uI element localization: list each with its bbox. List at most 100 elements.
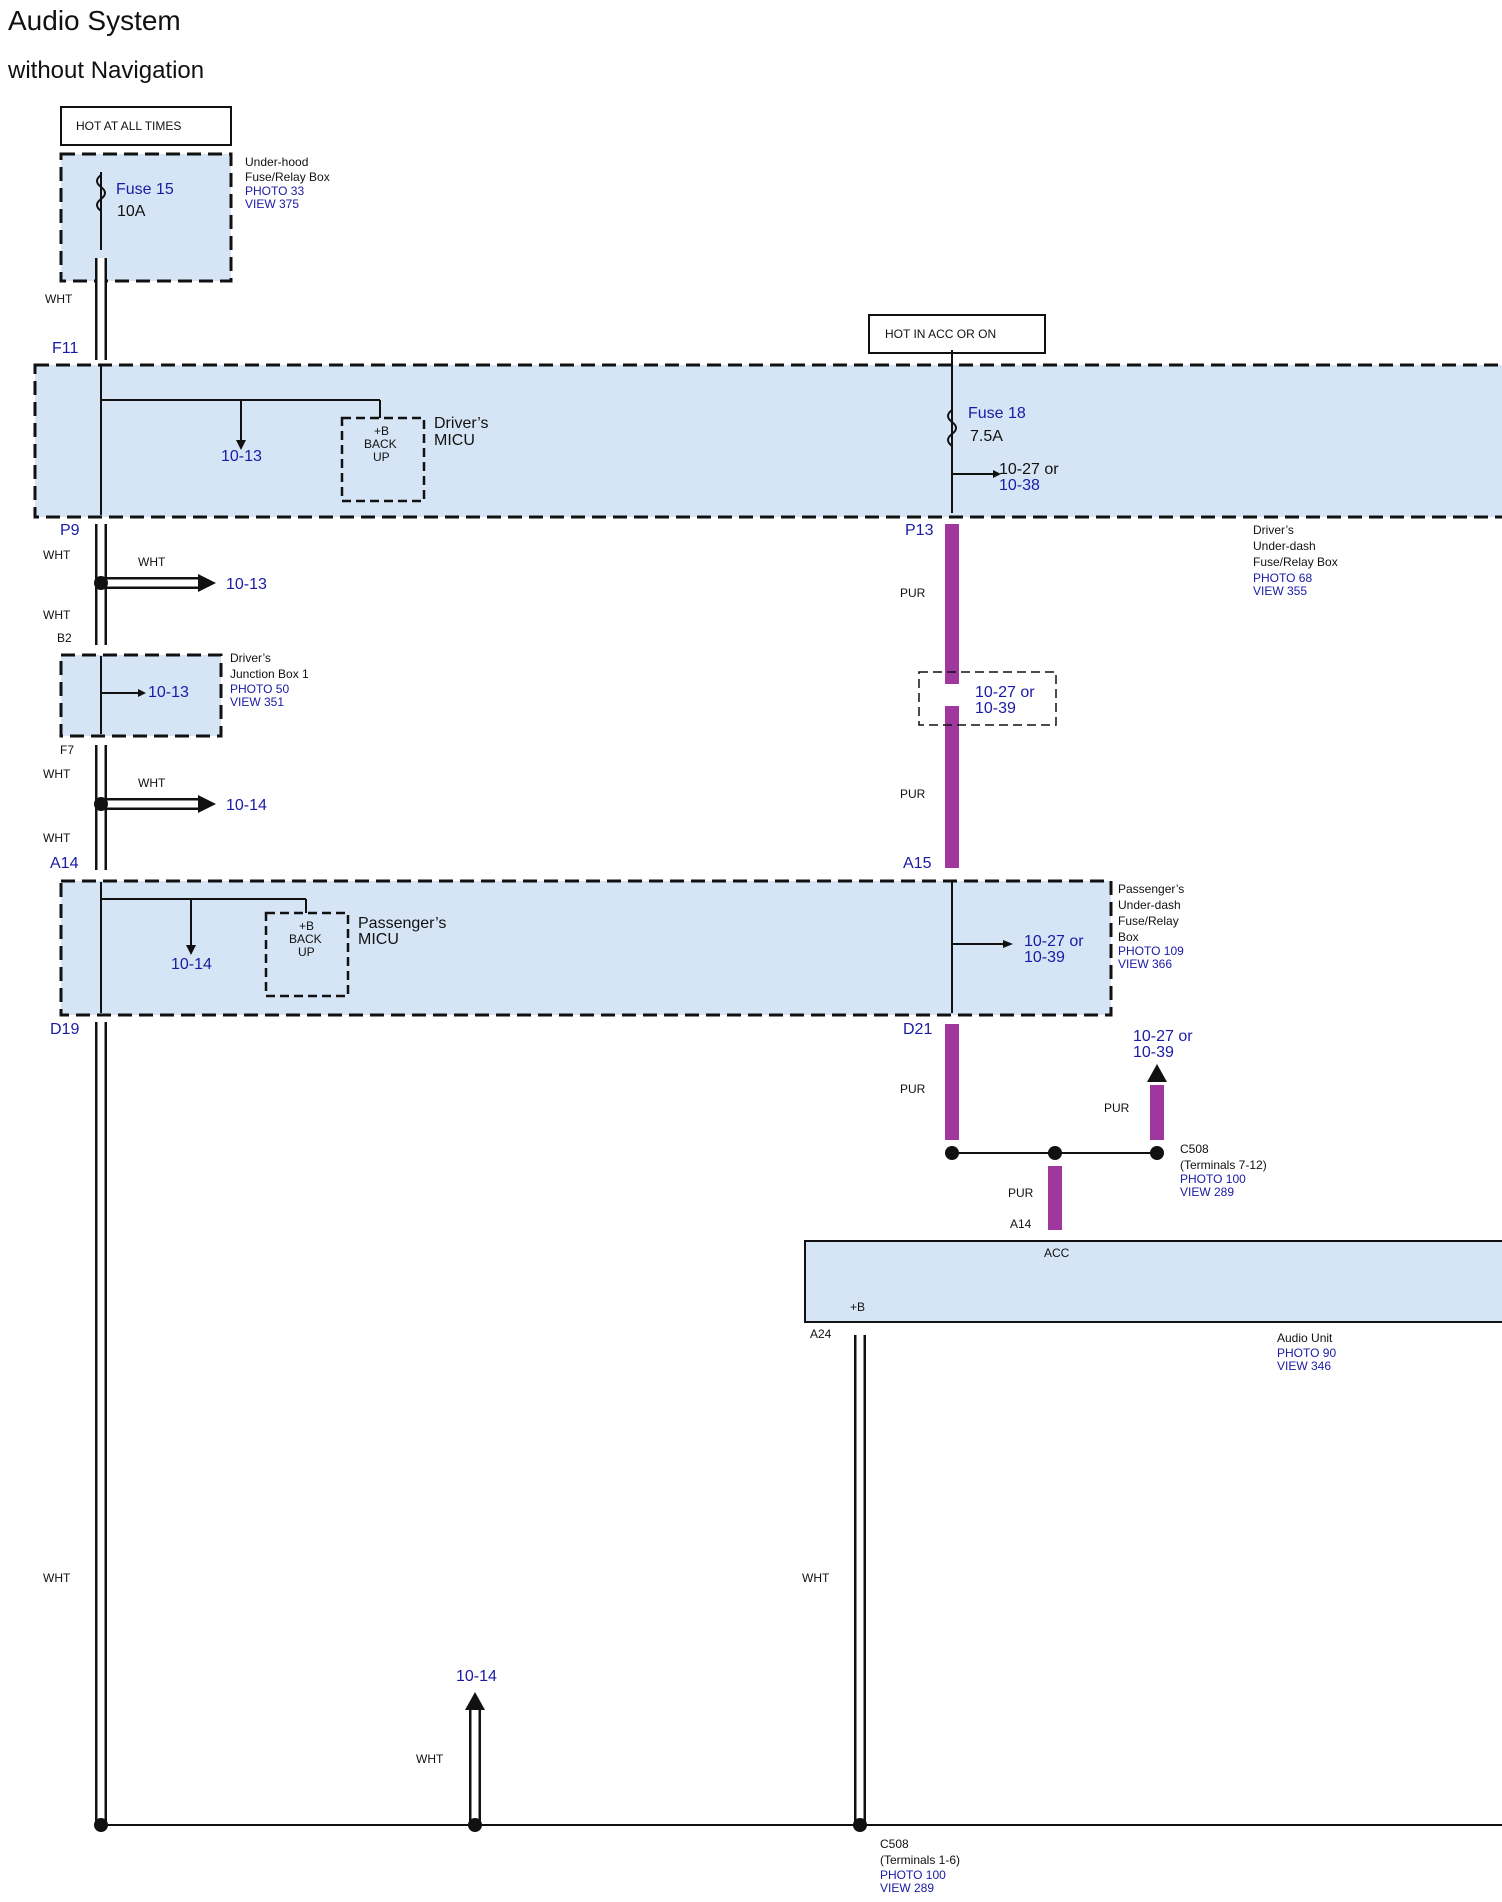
passengers-name-3: Fuse/Relay [1118,914,1179,928]
drivers-ref-right-1: 10-27 or [999,461,1059,478]
terminal-p13: P13 [905,522,934,539]
terminal-f7: F7 [60,743,74,757]
terminal-f11: F11 [52,340,78,357]
underhood-view: VIEW 375 [245,197,299,211]
underhood-photo: PHOTO 33 [245,184,304,198]
c508-top-name: C508 [1180,1142,1209,1156]
wire-color-pur-1: PUR [900,586,926,600]
passengers-backup-2: BACK [289,932,322,946]
wire-color-wht-2: WHT [43,548,71,562]
c508-top-terminals: (Terminals 7-12) [1180,1158,1267,1172]
mid-ref-1: 10-27 or [975,684,1035,701]
bottom-ref-1014: 10-14 [456,1668,497,1685]
terminal-a14-left: A14 [50,855,79,872]
branch-ref-1013: 10-13 [226,576,267,593]
passengers-micu-backup [264,911,350,998]
wire-color-wht-3: WHT [138,555,166,569]
passengers-ref-left: 10-14 [171,956,212,973]
audio-unit-view: VIEW 346 [1277,1359,1331,1373]
wire-color-wht-7: WHT [43,831,71,845]
c508-bottom-photo: PHOTO 100 [880,1868,946,1882]
drivers-micu-1: Driver’s [434,415,489,432]
passengers-ref-right-1: 10-27 or [1024,933,1084,950]
c508-bottom-terminals: (Terminals 1-6) [880,1853,960,1867]
c508-up-ref-1: 10-27 or [1133,1028,1193,1045]
terminal-a15: A15 [903,855,932,872]
bottom-bus [94,1335,1502,1832]
small-arrows [138,440,1013,955]
wire-color-wht-6: WHT [138,776,166,790]
terminal-a24: A24 [810,1327,832,1341]
passengers-name-1: Passenger’s [1118,882,1184,896]
audio-acc-pin: ACC [1044,1246,1070,1260]
wire-color-wht-9: WHT [802,1571,830,1585]
drivers-name-1: Driver’s [1253,523,1294,537]
wire-color-wht-1: WHT [45,292,73,306]
drivers-name-2: Under-dash [1253,539,1316,553]
hot-at-all-times-label: HOT AT ALL TIMES [76,119,181,133]
drivers-view: VIEW 355 [1253,584,1307,598]
wht-branch-arrows [94,574,216,813]
drivers-micu-2: MICU [434,432,475,449]
junction-name-2: Junction Box 1 [230,667,309,681]
drivers-backup-2: BACK [364,437,397,451]
passengers-name-2: Under-dash [1118,898,1181,912]
passengers-micu-2: MICU [358,931,399,948]
wire-color-wht-8: WHT [43,1571,71,1585]
wire-color-pur-5: PUR [1008,1186,1034,1200]
mid-ref-2: 10-39 [975,700,1016,717]
audio-unit-name: Audio Unit [1277,1331,1333,1345]
junction-name-1: Driver’s [230,651,271,665]
wire-color-pur-4: PUR [1104,1101,1130,1115]
fuse-15-amps: 10A [117,203,146,220]
hot-in-acc-box [868,314,1046,354]
passengers-micu-1: Passenger’s [358,915,446,932]
passengers-underdash-fuse-box [59,879,1113,1017]
junction-photo: PHOTO 50 [230,682,289,696]
internal-conductors [96,172,381,1013]
drivers-photo: PHOTO 68 [1253,571,1312,585]
right-pur-wire [945,350,1167,1230]
wire-color-wht-5: WHT [43,767,71,781]
passengers-ref-right-2: 10-39 [1024,949,1065,966]
passengers-photo: PHOTO 109 [1118,944,1184,958]
hot-at-all-times-box [60,106,232,146]
c508-bottom-name: C508 [880,1837,909,1851]
diagram-subtitle: without Navigation [7,57,204,84]
drivers-ref-left: 10-13 [221,448,262,465]
terminal-b2: B2 [57,631,72,645]
passengers-backup-3: UP [298,945,315,959]
underhood-name-1: Under-hood [245,155,308,169]
c508-up-ref-2: 10-39 [1133,1044,1174,1061]
terminal-p9: P9 [60,522,80,539]
passengers-backup-1: +B [299,919,314,933]
drivers-micu-backup [340,416,426,503]
wire-color-wht-4: WHT [43,608,71,622]
terminal-a14-audio: A14 [1010,1217,1032,1231]
c508-top-view: VIEW 289 [1180,1185,1234,1199]
junction-ref: 10-13 [148,684,189,701]
passengers-name-4: Box [1118,930,1139,944]
hot-in-acc-label: HOT IN ACC OR ON [885,327,996,341]
underhood-name-2: Fuse/Relay Box [245,170,330,184]
inline-splice-box [918,671,1057,726]
drivers-backup-3: UP [373,450,390,464]
diagram-title: Audio System [8,5,181,36]
audio-unit-box [804,1240,1502,1323]
drivers-ref-right-2: 10-38 [999,477,1040,494]
drivers-backup-1: +B [374,424,389,438]
c508-top-photo: PHOTO 100 [1180,1172,1246,1186]
drivers-name-3: Fuse/Relay Box [1253,555,1338,569]
underhood-fuse-box [59,152,233,283]
c508-bottom-view: VIEW 289 [880,1881,934,1895]
passengers-view: VIEW 366 [1118,957,1172,971]
junction-view: VIEW 351 [230,695,284,709]
branch-ref-1014: 10-14 [226,797,267,814]
fuse-15-label: Fuse 15 [116,181,174,198]
audio-plusb-pin: +B [850,1300,865,1314]
audio-unit-photo: PHOTO 90 [1277,1346,1336,1360]
terminal-d21: D21 [903,1021,932,1038]
fuse-18-label: Fuse 18 [968,405,1026,422]
drivers-underdash-fuse-box [33,363,1502,519]
